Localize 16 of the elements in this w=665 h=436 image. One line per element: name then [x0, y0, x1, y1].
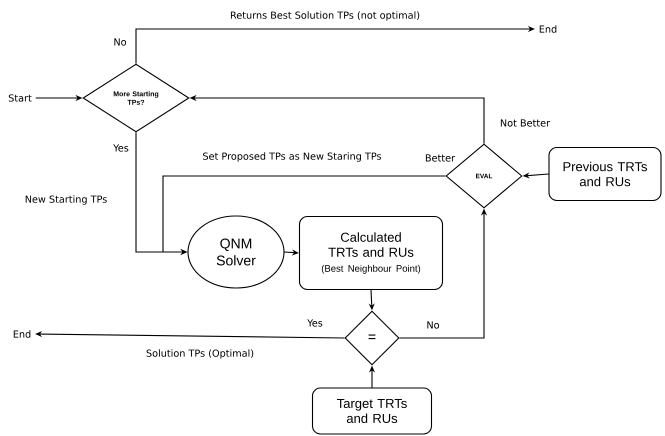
- terminal-label: End: [540, 25, 556, 33]
- process-box: Target TRTs and RUs: [312, 387, 432, 435]
- edge-label: New Starting TPs: [24, 194, 108, 206]
- branch-label: Better: [426, 154, 456, 162]
- edge-label: Not Better: [498, 118, 552, 128]
- branch-label: Yes: [113, 144, 128, 152]
- terminal-label: Start: [8, 94, 32, 102]
- edge-label: Solution TPs (Optimal): [144, 348, 256, 360]
- process-box: Calculated TRTs and RUs (Best Neighbour Point): [298, 216, 444, 290]
- process-box: Previous TRTs and RUs: [548, 146, 662, 202]
- branch-label: Yes: [307, 319, 322, 327]
- branch-label: No: [114, 38, 126, 46]
- terminal-label: End: [14, 330, 30, 338]
- edge-label: No: [425, 320, 441, 330]
- edge-label: Returns Best Solution TPs (not optimal): [228, 10, 422, 22]
- edge-label: Set Proposed TPs as New Staring TPs: [201, 151, 383, 163]
